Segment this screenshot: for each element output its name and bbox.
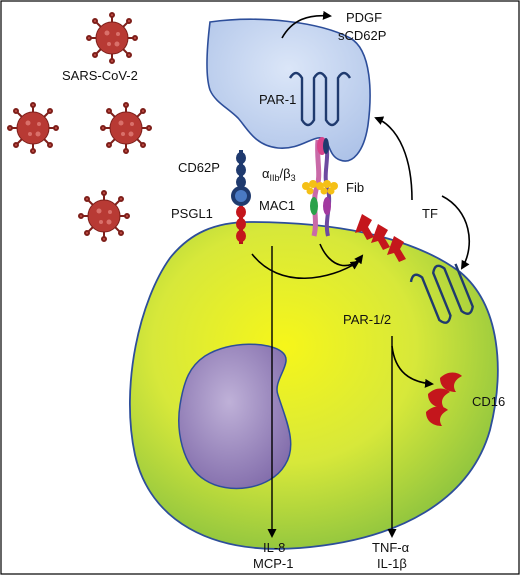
pdgf-label: PDGF <box>346 10 382 25</box>
nucleus <box>178 343 292 490</box>
tnfa-label: TNF-α <box>372 540 410 555</box>
mac1-label: MAC1 <box>259 198 295 213</box>
cd16-label: CD16 <box>472 394 505 409</box>
il1b-label: IL-1β <box>377 556 407 571</box>
tf-to-par12-arrow <box>441 195 470 270</box>
cd62p-label: CD62P <box>178 160 220 175</box>
tf-receptor-icon <box>355 214 374 240</box>
par1-label: PAR-1 <box>259 92 296 107</box>
psgl1-label: PSGL1 <box>171 206 213 221</box>
il8-label: IL-8 <box>263 540 285 555</box>
sars-cov-2-virus-icon <box>78 190 130 242</box>
sars-cov-2-virus-icon <box>7 102 59 154</box>
release-arrow <box>281 10 332 39</box>
cd16-receptor-icon <box>426 406 448 426</box>
mcp1-label: MCP-1 <box>253 556 293 571</box>
par1-receptor <box>288 71 352 127</box>
fib-label: Fib <box>346 180 364 195</box>
par12-label: PAR-1/2 <box>343 312 391 327</box>
cd16-arrow <box>391 345 434 388</box>
tf-receptor-icon <box>371 224 390 250</box>
par12-receptor <box>409 263 474 324</box>
psgl1-signal-arrow <box>251 253 360 280</box>
tf-receptor-icon <box>387 236 406 262</box>
tissue-factor-group <box>355 214 406 262</box>
sars-cov-2-virus-icon <box>86 12 138 64</box>
tf-to-par1-arrow <box>374 116 413 201</box>
tf-label: TF <box>422 206 438 221</box>
scd62p-label: sCD62P <box>338 28 386 43</box>
cd16-group <box>426 372 462 426</box>
integrin-label: αIIb/β3 <box>262 166 296 183</box>
sars-cov-2-label: SARS-CoV-2 <box>62 68 138 83</box>
cd16-receptor-icon <box>428 388 450 408</box>
sars-cov-2-virus-icon <box>100 102 152 154</box>
integrin-signal-arrow <box>319 243 364 267</box>
cd16-receptor-icon <box>440 372 462 392</box>
integrin-fibrinogen-complex <box>302 137 338 237</box>
cd62p-psgl1-complex <box>231 150 251 244</box>
